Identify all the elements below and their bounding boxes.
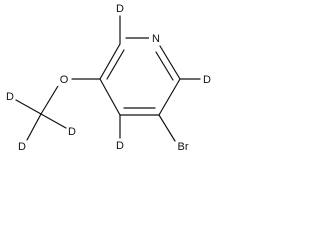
substituent-bonds — [15, 15, 201, 142]
label-bg-n — [149, 31, 163, 45]
bond-c-d2 — [40, 113, 67, 129]
atom-d-c4-label: D — [116, 140, 124, 152]
bond-n-c2-double — [155, 51, 174, 81]
atom-d-c2-label: D — [203, 74, 211, 86]
bond-n-c2 — [159, 45, 181, 80]
bond-c2-c3 — [158, 78, 181, 116]
atom-d-me1-label: D — [6, 91, 14, 103]
atom-d-me3-label: D — [18, 141, 26, 153]
atom-n-label: N — [152, 33, 160, 45]
bond-c-d1 — [15, 99, 42, 115]
bond-c5-c6 — [99, 43, 121, 80]
molecule-structure: N D D O D D D D Br — [6, 3, 211, 153]
label-bg-o — [57, 72, 71, 86]
atom-br-label: Br — [178, 141, 189, 153]
bond-c3-br — [158, 114, 176, 142]
pyridine-ring — [99, 37, 181, 116]
bond-c5-c6-double — [106, 49, 125, 80]
atom-o-label: O — [60, 74, 69, 86]
atom-d-c6-label: D — [116, 3, 124, 15]
atom-d-me2-label: D — [68, 126, 76, 138]
bond-o-ch3 — [40, 85, 59, 115]
bond-c4-c5 — [99, 78, 121, 116]
atom-labels: N D D O D D D D Br — [6, 3, 211, 153]
bond-c-d3 — [26, 113, 42, 141]
